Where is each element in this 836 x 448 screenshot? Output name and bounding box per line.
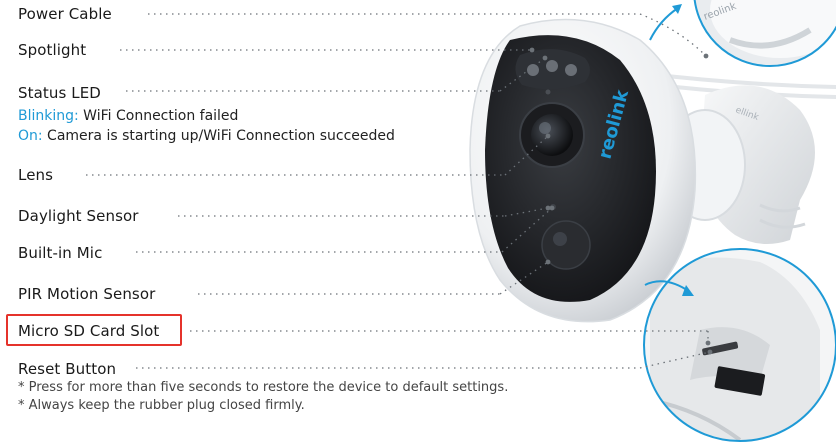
reset-note-2: * Always keep the rubber plug closed fir… bbox=[18, 398, 305, 414]
power-cable-inset: reolink bbox=[650, 0, 836, 80]
label-status-led: Status LED bbox=[18, 84, 101, 102]
status-led-blinking-desc: Blinking: WiFi Connection failed bbox=[18, 108, 238, 125]
reset-note-1: * Press for more than five seconds to re… bbox=[18, 380, 508, 396]
label-spotlight: Spotlight bbox=[18, 41, 86, 59]
label-daylight-sensor: Daylight Sensor bbox=[18, 207, 139, 225]
label-micro-sd-card-slot: Micro SD Card Slot bbox=[18, 322, 159, 340]
label-lens: Lens bbox=[18, 166, 53, 184]
label-power-cable: Power Cable bbox=[18, 5, 112, 23]
blinking-label: Blinking: bbox=[18, 108, 79, 124]
on-text: Camera is starting up/WiFi Connection su… bbox=[43, 128, 395, 144]
status-led-on-desc: On: Camera is starting up/WiFi Connectio… bbox=[18, 128, 395, 145]
label-reset-button: Reset Button bbox=[18, 360, 116, 378]
label-built-in-mic: Built-in Mic bbox=[18, 244, 102, 262]
blinking-text: WiFi Connection failed bbox=[79, 108, 239, 124]
on-label: On: bbox=[18, 128, 43, 144]
camera-body: reolink bbox=[470, 20, 695, 322]
label-pir-motion-sensor: PIR Motion Sensor bbox=[18, 285, 155, 303]
